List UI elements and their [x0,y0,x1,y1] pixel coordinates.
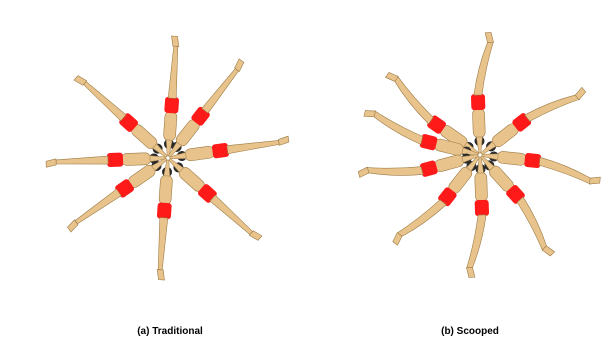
diver-figure-6 [165,154,264,245]
diver-feet [590,176,601,185]
diver-legs [202,67,240,113]
diver-legs [538,157,593,184]
diver-legs [210,195,254,236]
diver-torso [472,108,485,138]
diver-feet [467,267,475,277]
diver-swimsuit [524,153,541,169]
diver-feet [485,32,493,42]
diver-legs [525,82,580,131]
diver-torso [159,175,173,206]
diver-legs [168,46,180,98]
diver-legs [74,189,121,225]
diver-torso [121,153,151,166]
caption-scooped: (b) Scooped [385,326,555,337]
diver-legs [472,41,495,95]
diver-feet [156,270,165,281]
diver-legs [227,138,280,153]
diver-swimsuit [212,143,230,159]
diver-swimsuit [475,200,490,216]
diver-feet [171,36,180,47]
diver-torso [496,151,527,166]
diver-feet [46,159,56,167]
diver-legs [82,80,126,121]
diver-legs [369,111,426,145]
diver-torso [184,146,215,162]
panel-scooped [358,32,602,277]
diver-legs [56,156,108,166]
diver-figure-2 [73,71,172,162]
diver-torso [475,172,488,202]
panel-traditional [46,36,290,280]
diver-legs [465,215,488,269]
diver-legs [385,76,441,124]
diver-swimsuit [157,202,172,219]
diver-swimsuit [471,94,486,110]
diver-legs [507,197,558,251]
diver-feet [364,109,376,119]
diver-swimsuit [164,97,179,114]
diver-swimsuit [107,153,123,168]
diver-figure-1 [469,32,498,153]
diver-figure-5 [153,160,175,281]
diver-feet [278,136,289,145]
diver-feet [358,167,370,177]
diver-torso [163,111,177,142]
diver-legs [156,218,168,270]
diver-legs [366,154,423,188]
caption-traditional: (a) Traditional [85,326,255,337]
